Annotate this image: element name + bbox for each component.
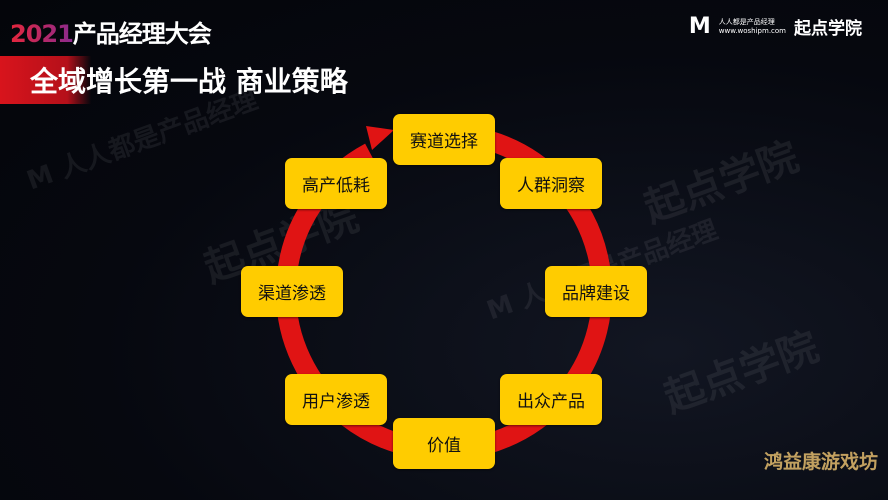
cycle-node: 价值 xyxy=(393,418,495,469)
watermark-text: 鸿益康游戏坊 xyxy=(763,451,878,473)
woshipm-name: 人人都是产品经理 xyxy=(718,17,775,26)
title-bar xyxy=(0,56,480,104)
conference-logo: 2021产品经理大会 xyxy=(10,14,212,49)
cycle-node: 出众产品 xyxy=(500,374,602,425)
page-title: 全域增长第一战 商业策略 xyxy=(30,65,348,98)
cycle-node: 高产低耗 xyxy=(285,158,387,209)
qidian-logo: 起点学院 xyxy=(794,19,862,39)
cycle-node: 品牌建设 xyxy=(545,266,647,317)
conference-name: 产品经理大会 xyxy=(72,20,212,48)
cycle-node: 人群洞察 xyxy=(500,158,602,209)
woshipm-url: www.woshipm.com xyxy=(718,26,786,35)
cycle-node: 渠道渗透 xyxy=(241,266,343,317)
woshipm-logo-icon: M xyxy=(688,14,711,39)
conference-year: 2021 xyxy=(10,20,74,48)
arrow-head-icon xyxy=(366,126,394,150)
cycle-node: 用户渗透 xyxy=(285,374,387,425)
cycle-node: 赛道选择 xyxy=(393,114,495,165)
